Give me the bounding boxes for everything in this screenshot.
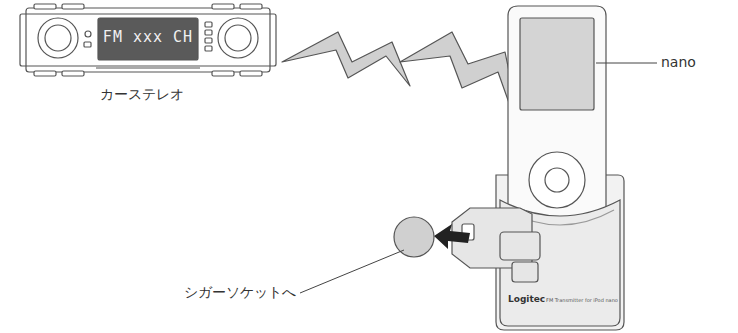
car-stereo-node: FM xxx CH カーステレオ	[20, 4, 276, 108]
part-label: nano	[661, 54, 696, 70]
brand-logo: Logitec	[508, 294, 545, 304]
cigar-socket	[394, 217, 434, 257]
radio-wave	[282, 32, 525, 148]
part-label: シガーソケットへ	[184, 284, 296, 302]
product-text: FM Transmitter for iPod nano	[546, 297, 618, 303]
display-text: FM xxx CH	[103, 28, 193, 46]
device-label: カーステレオ	[100, 86, 184, 104]
car-stereo	[20, 4, 276, 76]
transmitter-node: LogitecFM Transmitter for iPod nano	[500, 284, 620, 324]
cigar-plug	[452, 208, 540, 282]
leader-line	[596, 63, 657, 64]
fm-transmitter	[496, 6, 624, 330]
insert-arrow	[434, 224, 470, 249]
leader-line	[300, 250, 404, 293]
